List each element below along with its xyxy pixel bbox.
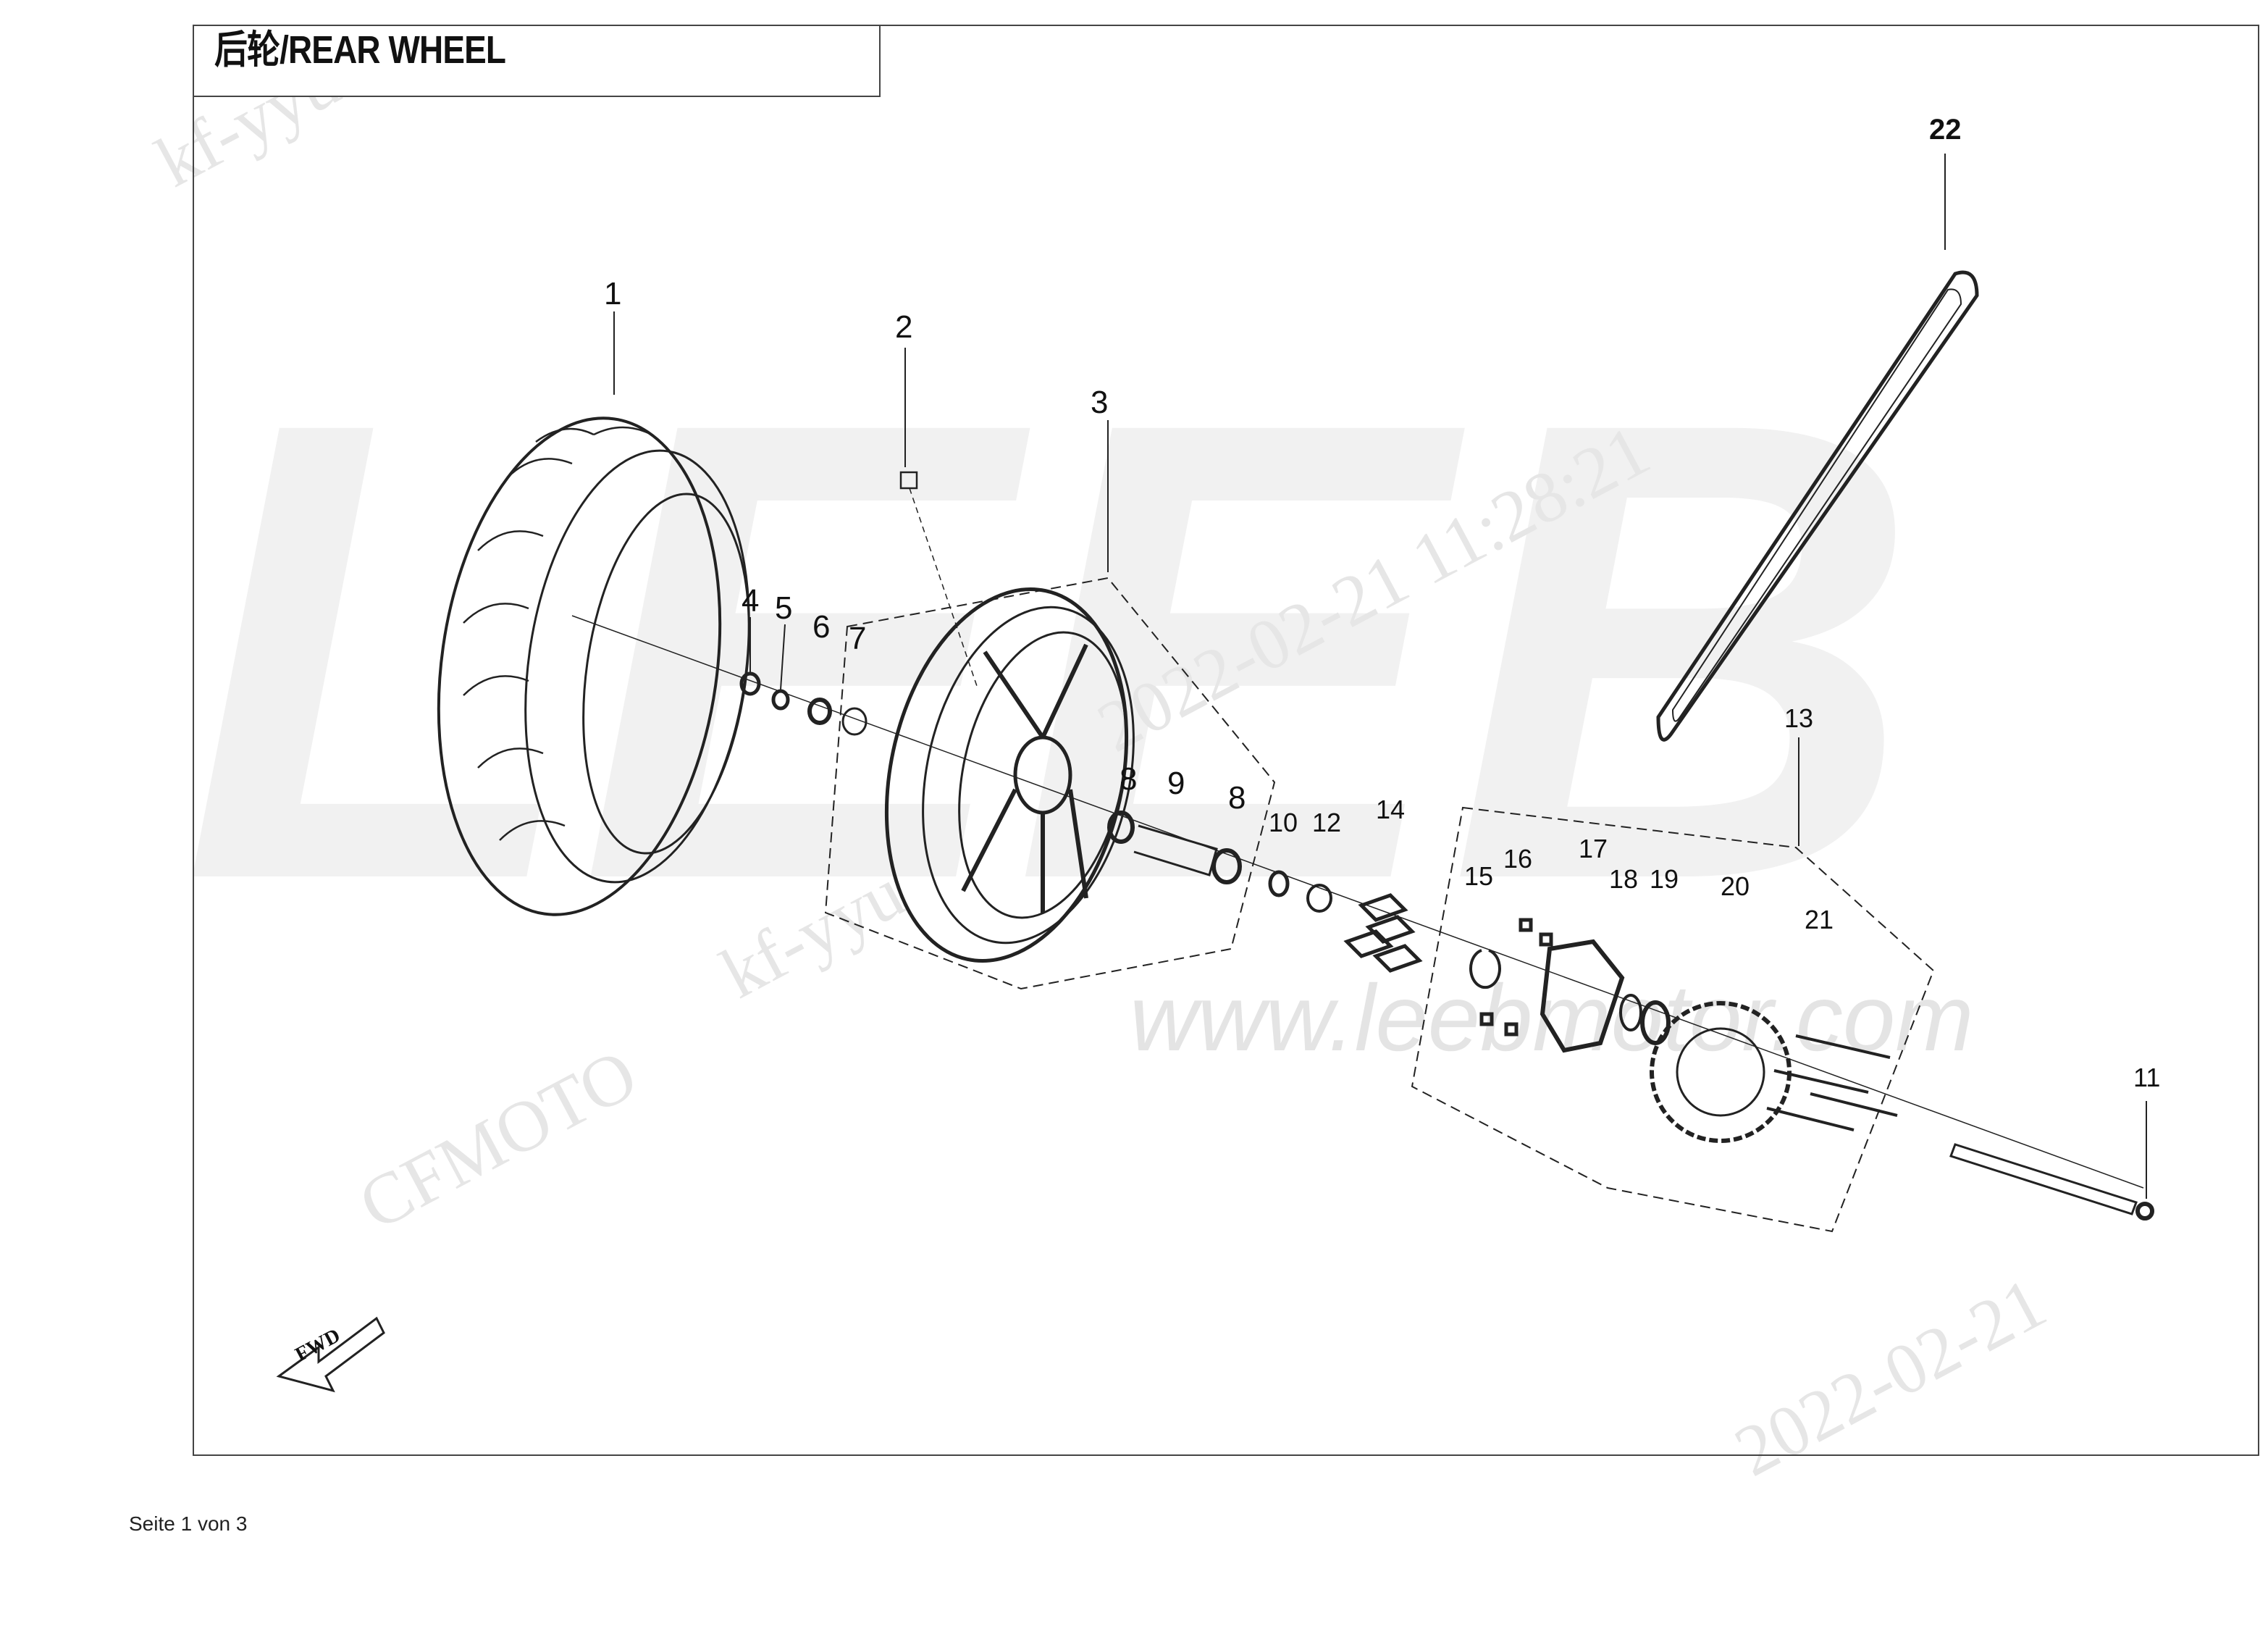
- leader-lines: [613, 154, 2147, 1199]
- watermark-url: www.leebmotor.com: [1130, 965, 1974, 1071]
- callout-8a: 8: [1120, 761, 1137, 797]
- callout-14: 14: [1376, 795, 1405, 824]
- callout-9: 9: [1167, 766, 1185, 801]
- callout-17: 17: [1579, 834, 1608, 863]
- title-box: [193, 25, 881, 97]
- axle-part: [1949, 1143, 2154, 1221]
- callout-6: 6: [812, 609, 830, 645]
- callout-20: 20: [1721, 871, 1750, 901]
- callout-labels: 1 2 3 4 5 6 7 8 9 8 10 12 14 15 16 17 18…: [292, 114, 2161, 1366]
- bearings-collar: [1107, 811, 1332, 913]
- drawing-frame: [193, 25, 2259, 1456]
- dampers-part: [1343, 893, 1423, 973]
- rim-part: [824, 577, 1276, 990]
- callout-2: 2: [895, 309, 912, 345]
- tire-part: [437, 416, 750, 916]
- callout-8b: 8: [1228, 780, 1246, 816]
- callout-12: 12: [1312, 808, 1341, 837]
- callout-3: 3: [1091, 385, 1108, 420]
- chain-part: [1656, 270, 1979, 742]
- callout-10: 10: [1269, 808, 1298, 837]
- callout-11: 11: [2133, 1063, 2160, 1092]
- fwd-arrow: [276, 1316, 385, 1393]
- axle-centerline: [571, 615, 2144, 1189]
- callout-22: 22: [1929, 114, 1962, 146]
- page-title: 后轮/REAR WHEEL: [214, 28, 506, 72]
- callout-18: 18: [1609, 864, 1638, 894]
- callout-16: 16: [1503, 844, 1532, 874]
- callout-4: 4: [742, 583, 759, 619]
- callout-1: 1: [604, 276, 621, 311]
- callout-13: 13: [1784, 703, 1813, 733]
- watermark-brand: LEEB: [181, 286, 1919, 1015]
- valve-part: [899, 471, 978, 689]
- callout-15: 15: [1464, 861, 1493, 891]
- spacers-left: [739, 671, 868, 736]
- callout-5: 5: [775, 590, 792, 626]
- page-footer: Seite 1 von 3: [129, 1512, 248, 1535]
- callout-7: 7: [849, 621, 866, 656]
- callout-21: 21: [1805, 905, 1834, 934]
- sprocket-assembly: [1411, 806, 1935, 1233]
- callout-19: 19: [1650, 864, 1679, 894]
